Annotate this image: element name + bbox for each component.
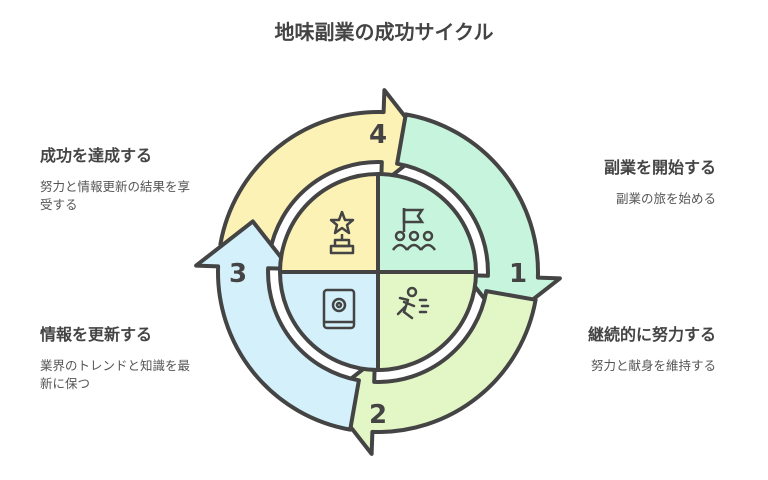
step-4-block: 成功を達成する 努力と情報更新の結果を享受する — [40, 146, 190, 214]
step-1-heading: 副業を開始する — [603, 158, 716, 177]
step-3-heading: 情報を更新する — [40, 325, 153, 344]
quadrant-start — [378, 174, 476, 272]
cycle-arrow-1 — [395, 112, 562, 325]
step-3-description: 業界のトレンドと知識を最新に保つ — [40, 358, 191, 391]
diagram-title: 地味副業の成功サイクル — [274, 20, 494, 44]
cycle-ring — [194, 88, 562, 456]
book-gear-icon — [322, 288, 356, 330]
step-2-block: 継続的に努力する 努力と献身を維持する — [571, 325, 716, 375]
step-number-1: 1 — [509, 259, 527, 289]
step-3-block: 情報を更新する 業界のトレンドと知識を最新に保つ — [40, 325, 190, 393]
step-number-4: 4 — [369, 120, 387, 150]
step-number-2: 2 — [369, 400, 387, 430]
running-person-icon — [396, 286, 430, 320]
cycle-arrow-2 — [325, 289, 538, 456]
step-4-description: 努力と情報更新の結果を享受する — [40, 179, 191, 212]
trophy-icon — [329, 210, 355, 255]
step-2-heading: 継続的に努力する — [587, 325, 716, 344]
inner-circle — [278, 172, 478, 372]
cycle-arrow-4 — [218, 88, 431, 255]
step-1-block: 副業を開始する 副業の旅を始める — [566, 158, 716, 208]
step-4-heading: 成功を達成する — [40, 146, 153, 165]
step-1-description: 副業の旅を始める — [615, 191, 716, 206]
quadrant-effort — [378, 272, 476, 370]
step-2-description: 努力と献身を維持する — [590, 358, 716, 373]
cycle-arrow-3 — [194, 219, 361, 432]
team-flag-icon — [391, 208, 437, 251]
step-number-3: 3 — [229, 259, 247, 289]
